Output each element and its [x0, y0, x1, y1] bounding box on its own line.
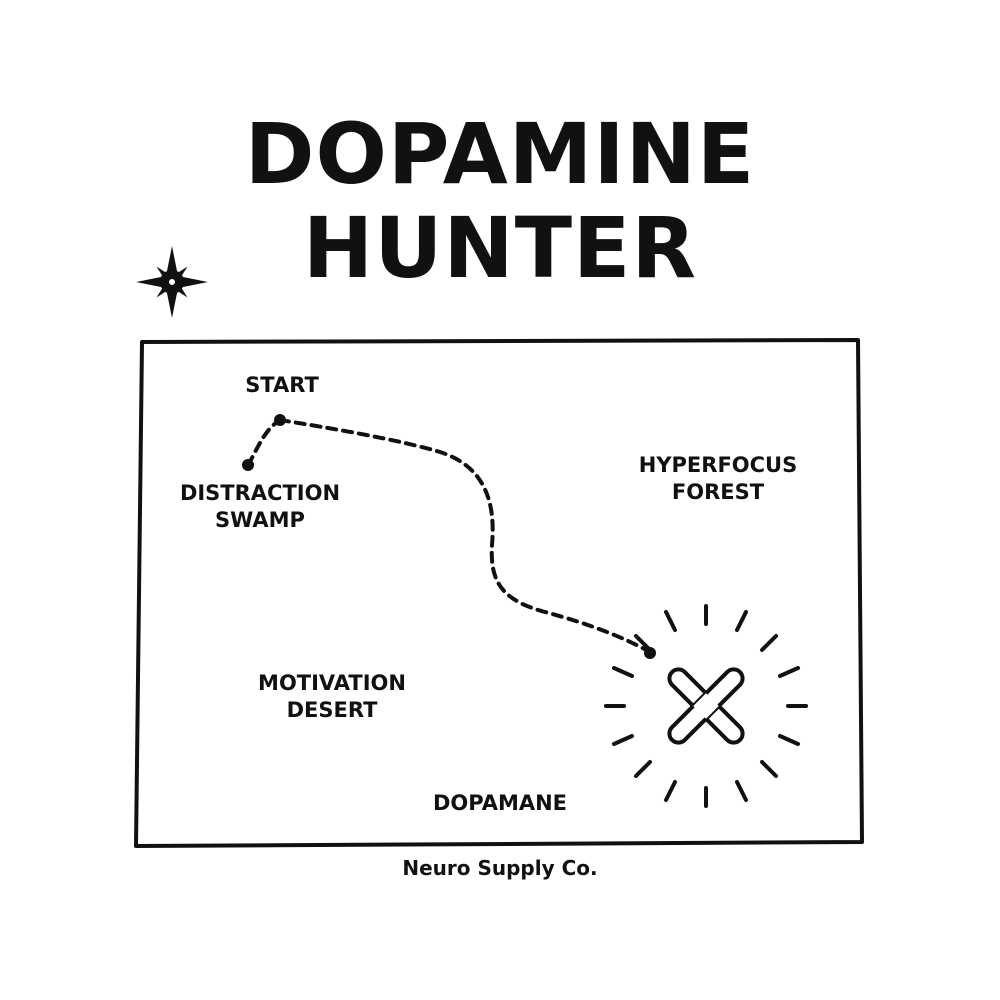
- title-line-1: DOPAMINE: [244, 105, 756, 203]
- hyperfocus-forest-label: HYPERFOCUS FOREST: [618, 452, 818, 506]
- dopamane-label: DOPAMANE: [400, 790, 600, 817]
- title-line-2: HUNTER: [302, 199, 698, 297]
- hyperfocus-forest-line-1: HYPERFOCUS: [638, 453, 798, 477]
- trail-path: [242, 414, 656, 659]
- distraction-swamp-line-1: DISTRACTION: [179, 481, 341, 505]
- distraction-swamp-label: DISTRACTION SWAMP: [160, 480, 360, 534]
- motivation-desert-label: MOTIVATION DESERT: [232, 670, 432, 724]
- treasure-x-icon: [604, 604, 808, 808]
- start-label: START: [212, 372, 352, 399]
- brand-name: Neuro Supply Co.: [402, 856, 598, 880]
- hyperfocus-forest-line-2: FOREST: [671, 480, 765, 504]
- distraction-swamp-line-2: SWAMP: [215, 508, 305, 532]
- dopamane-label-text: DOPAMANE: [432, 791, 568, 815]
- map-border: [134, 338, 864, 848]
- motivation-desert-line-1: MOTIVATION: [258, 671, 406, 695]
- start-label-text: START: [245, 373, 319, 397]
- compass-rose-icon: [136, 246, 208, 318]
- motivation-desert-line-2: DESERT: [286, 698, 378, 722]
